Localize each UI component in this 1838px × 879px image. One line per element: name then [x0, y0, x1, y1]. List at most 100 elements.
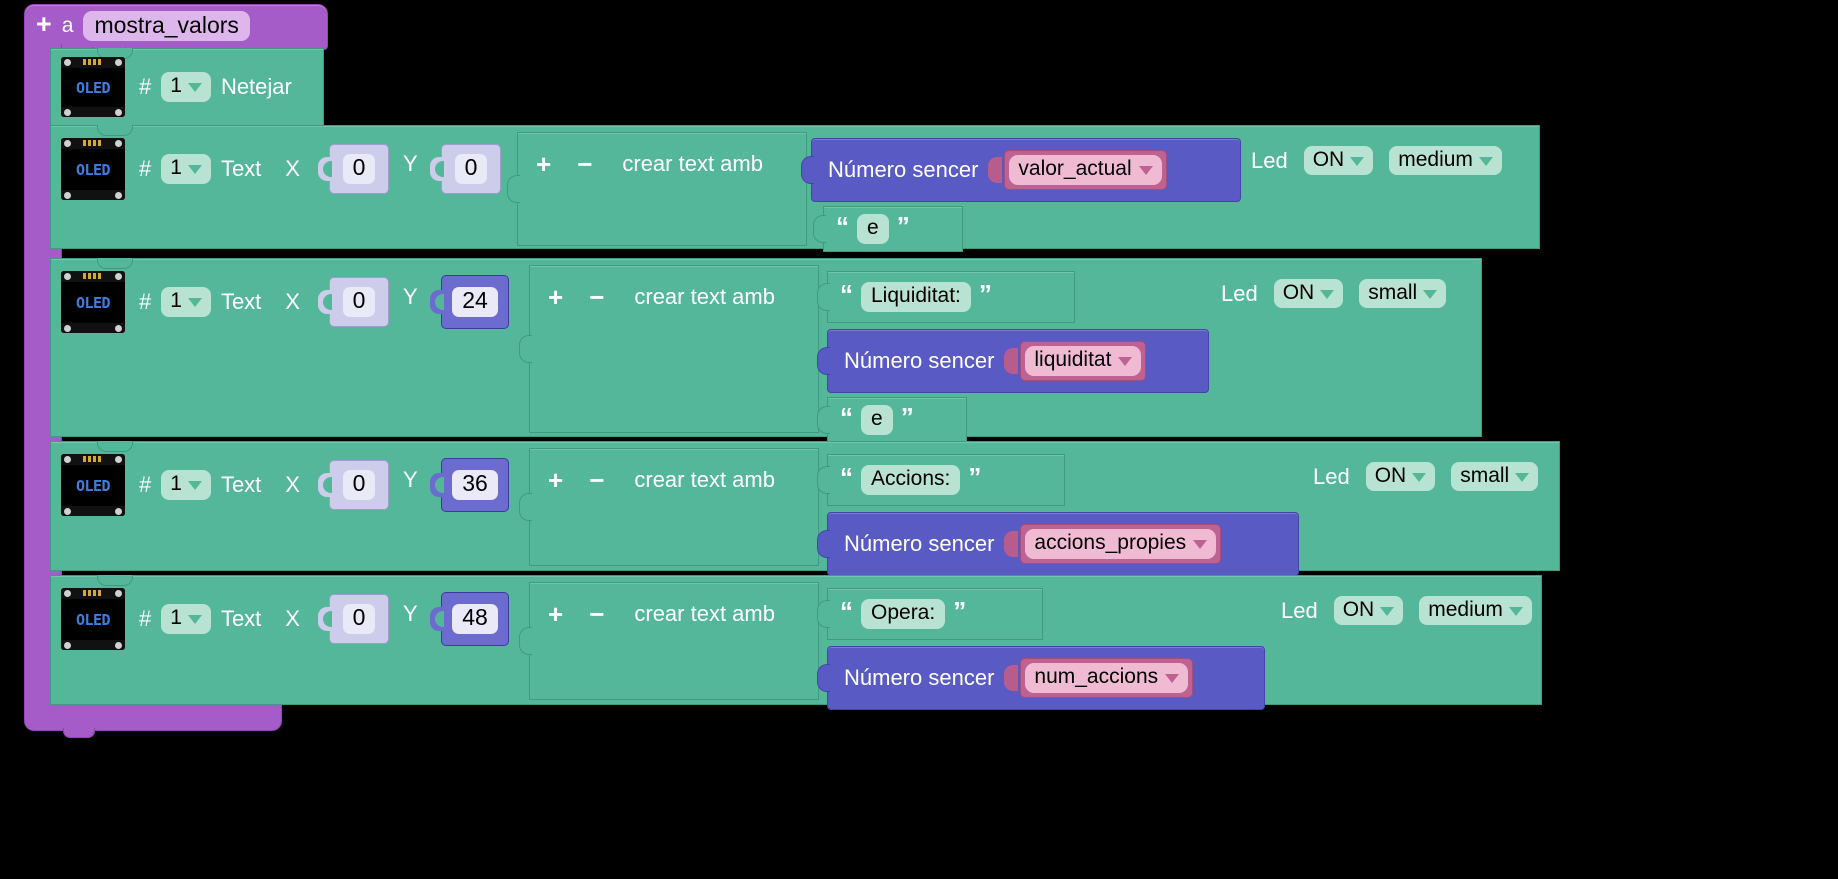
y-value-block[interactable]: 24	[430, 275, 509, 329]
join-remove-icon[interactable]: −	[589, 599, 605, 629]
join-remove-icon[interactable]: −	[589, 282, 605, 312]
y-value-field[interactable]: 36	[452, 470, 498, 500]
join-remove-icon[interactable]: −	[589, 465, 605, 495]
screen-hash-label: #	[139, 289, 152, 314]
close-quote-icon: ”	[953, 595, 967, 626]
variable-dropdown[interactable]: valor_actual	[1009, 155, 1162, 185]
led-label: Led	[1221, 280, 1258, 306]
led-state-value: ON	[1374, 464, 1407, 487]
join-remove-icon[interactable]: −	[577, 149, 593, 179]
integer-cast-block-accions[interactable]: Número sencer accions_propies	[817, 512, 1299, 576]
font-size-dropdown[interactable]: small	[1451, 462, 1539, 492]
integer-cast-block-opera[interactable]: Número sencer num_accions	[817, 646, 1265, 710]
x-value-field[interactable]: 0	[342, 470, 376, 500]
y-value-field[interactable]: 48	[452, 604, 498, 634]
oled-text-block-0[interactable]: OLED # 1 Text X 0 Y 0 + −	[50, 125, 1540, 252]
y-label: Y	[403, 601, 418, 626]
x-value-block[interactable]: 0	[318, 594, 389, 644]
x-value-block[interactable]: 0	[318, 144, 389, 194]
font-size-dropdown[interactable]: medium	[1389, 146, 1502, 176]
add-parameter-icon[interactable]: +	[36, 9, 52, 39]
variable-block[interactable]: num_accions	[1020, 658, 1194, 698]
led-state-dropdown[interactable]: ON	[1303, 146, 1374, 176]
y-value-field[interactable]: 0	[454, 154, 488, 184]
led-label: Led	[1251, 147, 1288, 173]
chevron-down-icon	[187, 614, 202, 624]
string-value-field[interactable]: Accions:	[861, 465, 961, 495]
screen-number-value: 1	[170, 156, 182, 180]
join-add-icon[interactable]: +	[548, 599, 564, 629]
chevron-down-icon	[1478, 156, 1493, 166]
integer-cast-block-0[interactable]: Número sencer valor_actual	[801, 138, 1241, 202]
procedure-foot	[24, 704, 282, 738]
string-literal-block-accions[interactable]: “ Accions: ”	[817, 454, 1065, 506]
string-value-field[interactable]: Opera:	[861, 599, 946, 629]
oled-action-label: Text	[220, 606, 262, 631]
screen-number-value: 1	[170, 74, 182, 98]
led-state-value: ON	[1342, 598, 1375, 621]
variable-block[interactable]: valor_actual	[1004, 150, 1167, 190]
text-join-block-36[interactable]: + − crear text amb	[519, 448, 819, 566]
led-state-value: ON	[1282, 281, 1315, 304]
block-notch	[97, 441, 133, 452]
string-value-field[interactable]: Liquiditat:	[861, 282, 971, 312]
variable-block[interactable]: liquiditat	[1020, 341, 1147, 381]
y-value-block[interactable]: 36	[430, 458, 509, 512]
font-size-dropdown[interactable]: medium	[1419, 596, 1532, 626]
screen-number-dropdown[interactable]: 1	[161, 287, 211, 317]
oled-text-block-24[interactable]: OLED # 1 Text X 0 Y 24 + − crear te	[50, 258, 1482, 443]
text-join-block-48[interactable]: + − crear text amb	[519, 582, 819, 700]
text-join-block-24[interactable]: + − crear text amb	[519, 265, 819, 433]
variable-dropdown[interactable]: num_accions	[1025, 663, 1189, 693]
string-value-field[interactable]: e	[857, 214, 889, 244]
screen-number-dropdown[interactable]: 1	[161, 470, 211, 500]
value-tab	[519, 335, 532, 363]
string-literal-block-24[interactable]: “ e ”	[817, 397, 967, 443]
x-value-block[interactable]: 0	[318, 460, 389, 510]
string-literal-block-liquiditat[interactable]: “ Liquiditat: ”	[817, 271, 1075, 323]
oled-text-block-36[interactable]: OLED # 1 Text X 0 Y 36 + − crear te	[50, 441, 1560, 576]
led-state-dropdown[interactable]: ON	[1333, 596, 1404, 626]
join-add-icon[interactable]: +	[536, 149, 552, 179]
variable-plug	[1004, 348, 1019, 374]
variable-dropdown[interactable]: accions_propies	[1025, 529, 1217, 559]
x-label: X	[285, 606, 300, 631]
oled-icon-label: OLED	[75, 476, 111, 495]
x-value-field[interactable]: 0	[342, 604, 376, 634]
x-value-block[interactable]: 0	[318, 277, 389, 327]
led-state-dropdown[interactable]: ON	[1365, 462, 1436, 492]
text-join-block-0[interactable]: + − crear text amb	[507, 132, 807, 246]
screen-number-dropdown[interactable]: 1	[161, 72, 211, 102]
string-value-field[interactable]: e	[861, 405, 893, 435]
block-notch	[97, 258, 133, 269]
y-value-block[interactable]: 0	[430, 144, 501, 194]
oled-clear-block[interactable]: OLED # 1 Netejar	[50, 48, 324, 126]
x-value-field[interactable]: 0	[342, 154, 376, 184]
value-tab	[519, 627, 532, 655]
integer-cast-block-liquiditat[interactable]: Número sencer liquiditat	[817, 329, 1209, 393]
led-state-dropdown[interactable]: ON	[1273, 279, 1344, 309]
font-size-value: small	[1368, 281, 1418, 304]
screen-number-value: 1	[170, 472, 182, 496]
x-value-field[interactable]: 0	[342, 287, 376, 317]
y-label: Y	[403, 284, 418, 309]
screen-number-value: 1	[170, 606, 182, 630]
oled-text-block-48[interactable]: OLED # 1 Text X 0 Y 48 + − crear te	[50, 575, 1542, 710]
join-add-icon[interactable]: +	[548, 465, 564, 495]
y-value-block[interactable]: 48	[430, 592, 509, 646]
screen-number-dropdown[interactable]: 1	[161, 154, 211, 184]
integer-cast-label: Número sencer	[844, 348, 995, 373]
string-literal-block-0[interactable]: “ e ”	[813, 206, 963, 252]
font-size-dropdown[interactable]: small	[1359, 279, 1447, 309]
variable-block[interactable]: accions_propies	[1020, 524, 1222, 564]
y-value-field[interactable]: 24	[452, 287, 498, 317]
procedure-name-field[interactable]: mostra_valors	[83, 10, 250, 42]
string-literal-block-opera[interactable]: “ Opera: ”	[817, 588, 1043, 640]
oled-action-label: Text	[220, 156, 262, 181]
join-add-icon[interactable]: +	[548, 282, 564, 312]
screen-number-dropdown[interactable]: 1	[161, 604, 211, 634]
led-state-value: ON	[1312, 148, 1345, 171]
variable-dropdown[interactable]: liquiditat	[1025, 346, 1142, 376]
chevron-down-icon	[1412, 472, 1427, 482]
